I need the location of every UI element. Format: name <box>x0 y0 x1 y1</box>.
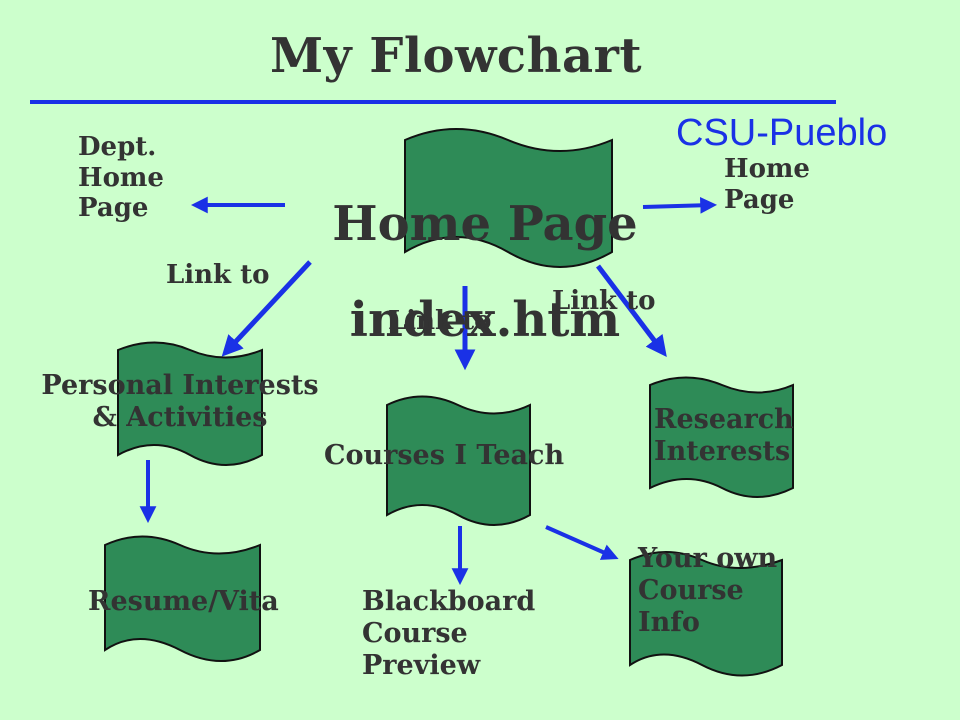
document-shape-home <box>404 128 613 268</box>
home-page-label: Home Page index.htm <box>300 152 670 392</box>
arrow-to-research <box>596 264 667 358</box>
document-shape-courses <box>386 395 531 526</box>
document-shape-personal <box>117 341 263 466</box>
research-interests-label: Research Interests <box>654 404 794 467</box>
arrow-to-course-info <box>545 525 619 560</box>
page-title: My Flowchart <box>270 28 643 84</box>
link-to-label-right: Link to <box>552 286 656 316</box>
dept-home-page-label: Dept. Home Page <box>78 132 164 224</box>
link-to-label-center: Link to <box>388 306 492 336</box>
csu-home-page-label: Home Page <box>724 154 810 215</box>
arrow-to-csu-home <box>642 196 718 214</box>
document-shape-research <box>649 376 794 498</box>
personal-interests-label: Personal Interests & Activities <box>41 370 319 433</box>
document-shape-course-info <box>629 551 783 677</box>
arrow-to-personal <box>221 260 312 357</box>
document-shape-resume <box>104 535 261 662</box>
resume-vita-label: Resume/Vita <box>88 586 279 617</box>
brand-label: CSU-Pueblo <box>676 112 888 154</box>
your-own-course-info-label: Your own Course Info <box>638 543 778 638</box>
blackboard-course-preview-label: Blackboard Course Preview <box>362 586 536 681</box>
home-page-line-2: index.htm <box>349 292 621 348</box>
courses-i-teach-label: Courses I Teach <box>324 440 565 471</box>
link-to-label-left: Link to <box>166 260 270 290</box>
home-page-line-1: Home Page <box>332 196 638 252</box>
